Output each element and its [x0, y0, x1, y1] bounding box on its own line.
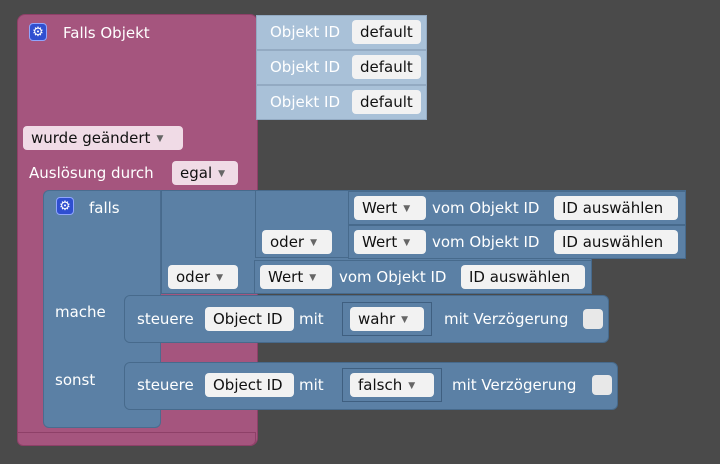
select-id-field[interactable]: ID auswählen	[554, 230, 678, 254]
gear-icon[interactable]: ⚙	[56, 197, 74, 215]
select-id-field[interactable]: ID auswählen	[554, 196, 678, 220]
operator-value: oder	[176, 268, 211, 286]
trigger-by-value: egal	[180, 164, 213, 182]
with-label: mit	[299, 376, 324, 394]
value-text: wahr	[358, 310, 396, 328]
or-operator-dropdown[interactable]: oder ▼	[262, 230, 332, 254]
or-operator-dropdown[interactable]: oder ▼	[168, 265, 238, 289]
chevron-down-icon: ▼	[403, 237, 411, 248]
property-value: Wert	[268, 268, 304, 286]
chevron-down-icon: ▼	[310, 237, 318, 248]
object-id-field[interactable]: Object ID	[205, 307, 294, 331]
condition-mid-label: vom Objekt ID	[432, 233, 540, 251]
delay-label: mit Verzögerung	[444, 310, 569, 328]
delay-checkbox[interactable]	[583, 309, 603, 329]
chevron-down-icon: ▼	[403, 203, 411, 214]
gear-icon[interactable]: ⚙	[29, 23, 47, 41]
with-label: mit	[299, 310, 324, 328]
trigger-by-dropdown[interactable]: egal ▼	[172, 161, 238, 185]
else-label: sonst	[55, 371, 96, 389]
property-dropdown[interactable]: Wert ▼	[260, 265, 332, 289]
operator-value: oder	[270, 233, 305, 251]
select-id-field[interactable]: ID auswählen	[461, 265, 585, 289]
chevron-down-icon: ▼	[408, 380, 416, 391]
value-dropdown[interactable]: falsch ▼	[350, 373, 434, 397]
object-id-field[interactable]: default	[352, 20, 421, 44]
trigger-by-label: Auslösung durch	[29, 164, 154, 182]
trigger-block-bottom	[17, 432, 256, 446]
chevron-down-icon: ▼	[218, 168, 226, 179]
control-label: steuere	[137, 376, 194, 394]
property-dropdown[interactable]: Wert ▼	[354, 230, 426, 254]
trigger-title: Falls Objekt	[63, 24, 150, 42]
chevron-down-icon: ▼	[156, 133, 164, 144]
delay-checkbox[interactable]	[592, 375, 612, 395]
condition-mid-label: vom Objekt ID	[432, 199, 540, 217]
object-id-field[interactable]: default	[352, 90, 421, 114]
change-type-value: wurde geändert	[31, 129, 151, 147]
control-label: steuere	[137, 310, 194, 328]
change-type-dropdown[interactable]: wurde geändert ▼	[23, 126, 183, 150]
object-id-label: Objekt ID	[270, 93, 341, 111]
object-id-field[interactable]: Object ID	[205, 373, 294, 397]
chevron-down-icon: ▼	[216, 272, 224, 283]
if-label: falls	[89, 199, 120, 217]
property-value: Wert	[362, 199, 398, 217]
value-dropdown[interactable]: wahr ▼	[350, 307, 424, 331]
object-id-label: Objekt ID	[270, 23, 341, 41]
chevron-down-icon: ▼	[309, 272, 317, 283]
property-dropdown[interactable]: Wert ▼	[354, 196, 426, 220]
do-label: mache	[55, 303, 106, 321]
delay-label: mit Verzögerung	[452, 376, 577, 394]
value-text: falsch	[358, 376, 403, 394]
object-id-field[interactable]: default	[352, 55, 421, 79]
property-value: Wert	[362, 233, 398, 251]
condition-mid-label: vom Objekt ID	[339, 268, 447, 286]
object-id-label: Objekt ID	[270, 58, 341, 76]
chevron-down-icon: ▼	[401, 314, 409, 325]
